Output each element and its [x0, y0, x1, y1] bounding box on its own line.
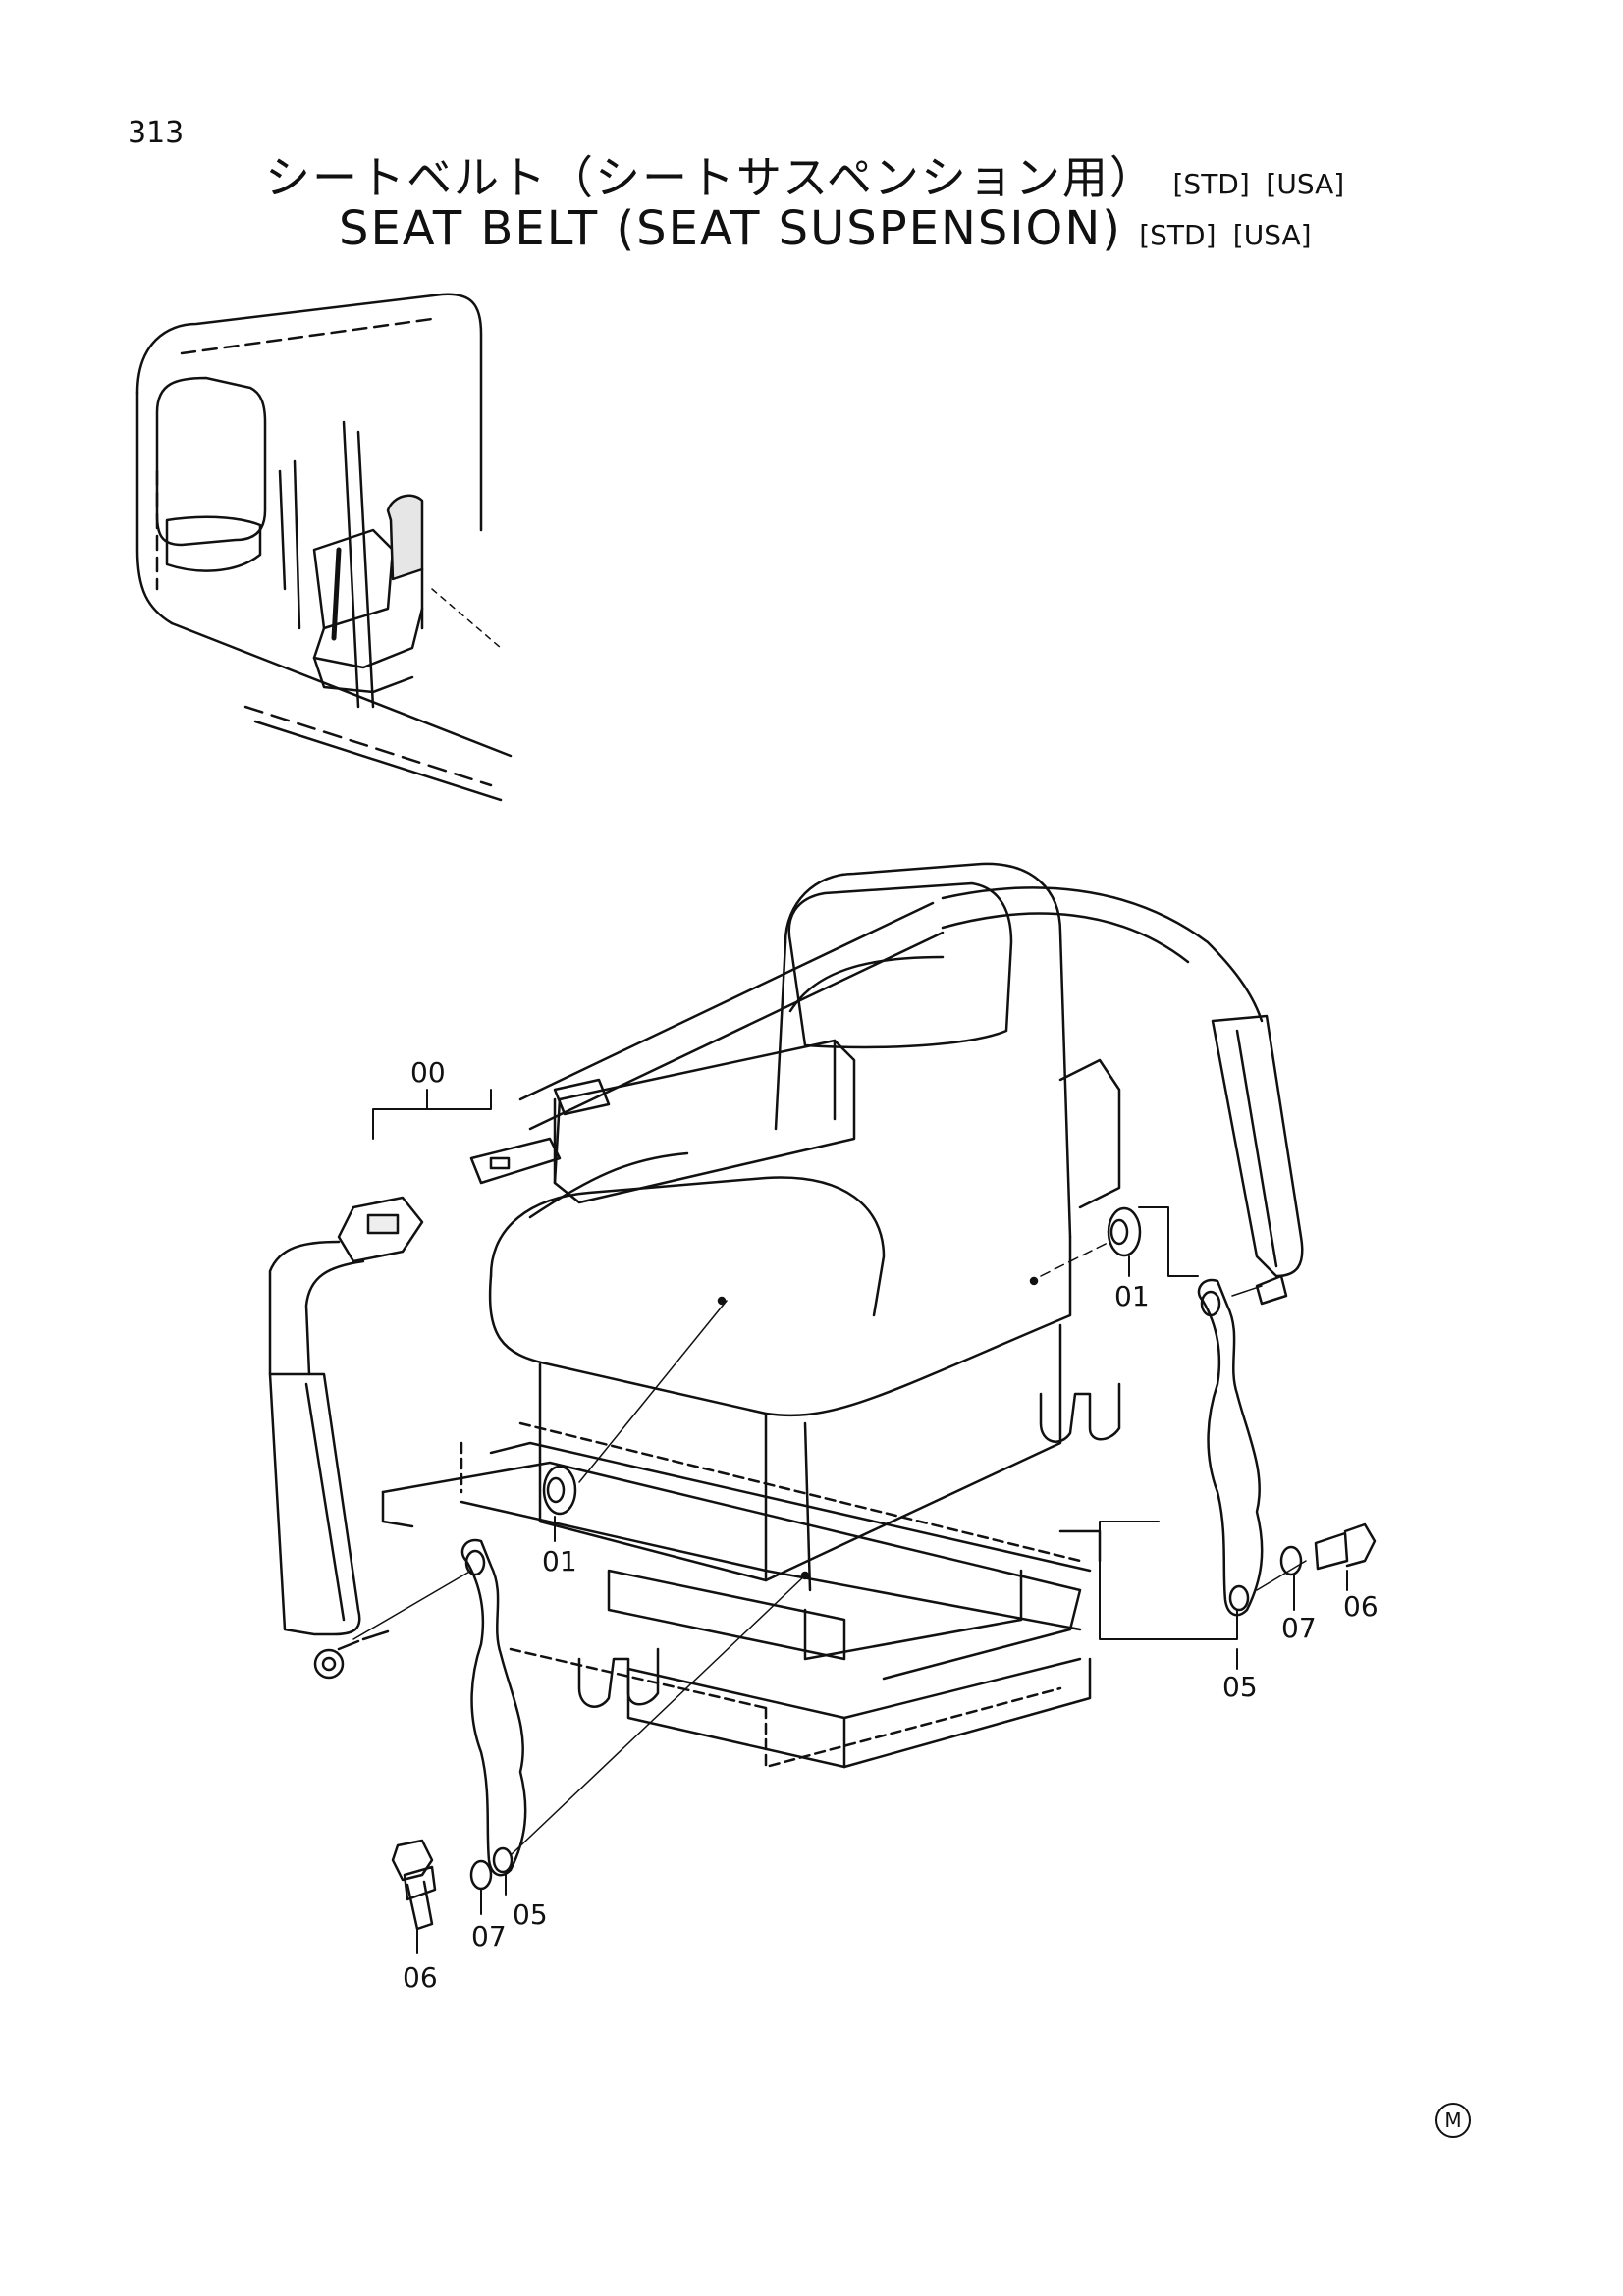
- label-07-left: 07: [471, 1920, 507, 1952]
- tag-usa-en: [USA]: [1232, 219, 1312, 251]
- callout-lines: [372, 1089, 1348, 1954]
- parts-group: [352, 1206, 1377, 1931]
- footer-mark: M: [1435, 2103, 1471, 2138]
- label-01-right: 01: [1114, 1280, 1150, 1312]
- title-en-text: SEAT BELT (SEAT SUSPENSION): [339, 201, 1122, 256]
- label-05-left: 05: [513, 1898, 548, 1931]
- title-japanese: シートベルト（シートサスペンション用） [STD] [USA]: [265, 142, 1344, 207]
- tag-std: [STD]: [1172, 168, 1250, 200]
- tag-usa: [USA]: [1266, 168, 1345, 200]
- title-english: SEAT BELT (SEAT SUSPENSION) [STD] [USA]: [339, 201, 1312, 256]
- title-jp-text: シートベルト（シートサスペンション用）: [265, 151, 1157, 204]
- cab-inset: [135, 293, 513, 802]
- label-07-right: 07: [1281, 1612, 1317, 1644]
- seat-assembly: [381, 862, 1121, 1769]
- callout-labels: 00 01 01 05 07 06 05 07 06: [403, 1056, 1379, 1994]
- tag-std-en: [STD]: [1139, 219, 1217, 251]
- label-00: 00: [410, 1056, 446, 1089]
- label-06-right: 06: [1343, 1590, 1379, 1623]
- label-05-right: 05: [1222, 1671, 1258, 1703]
- label-06-left: 06: [403, 1961, 438, 1994]
- label-01-left: 01: [542, 1545, 577, 1577]
- seat-belt: [268, 886, 1304, 1680]
- page-number: 313: [128, 116, 185, 150]
